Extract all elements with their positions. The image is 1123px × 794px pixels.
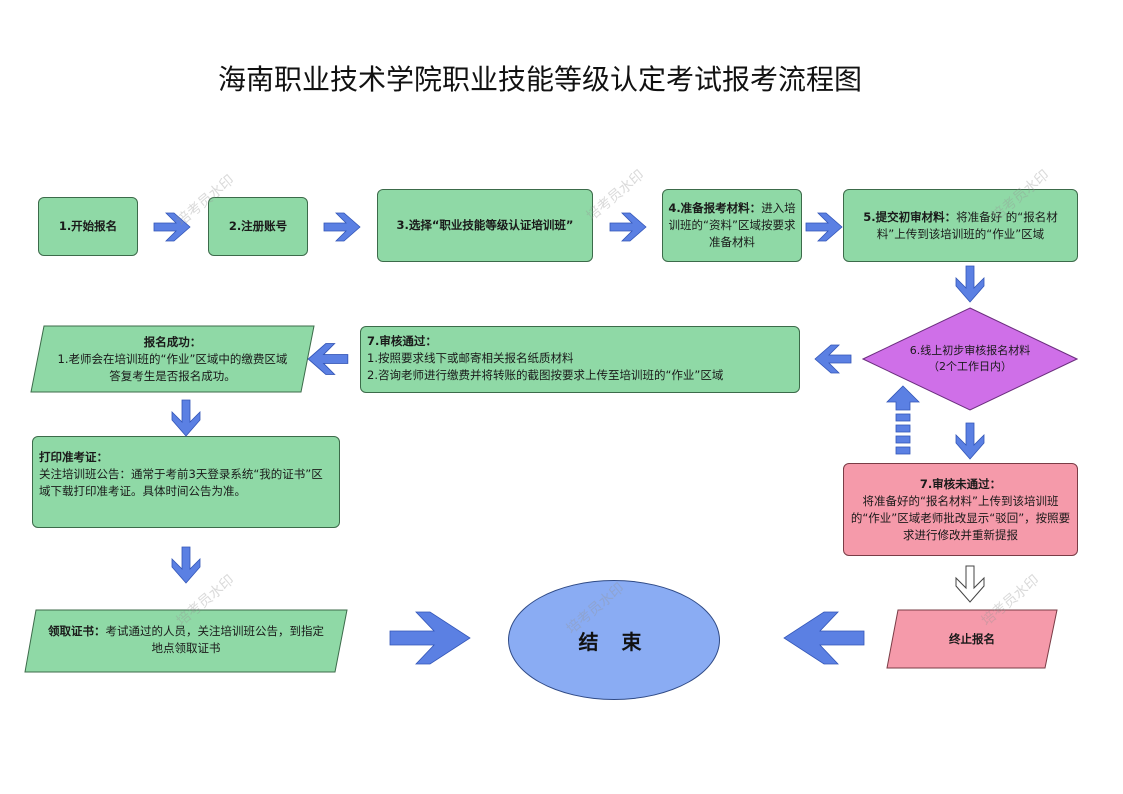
review-passed-bold: 7.审核通过： bbox=[367, 334, 437, 348]
terminate-label: 终止报名 bbox=[949, 631, 995, 646]
terminate-parallelogram: 终止报名 bbox=[886, 609, 1058, 669]
arrow-6-to-7pass bbox=[814, 344, 852, 374]
page-title: 海南职业技术学院职业技能等级认定考试报考流程图 bbox=[217, 63, 862, 96]
step-select-label: 3.选择“职业技能等级认证培训班” bbox=[396, 218, 574, 232]
arrow-6-to-7fail bbox=[955, 422, 985, 460]
step-select-class: 3.选择“职业技能等级认证培训班” bbox=[377, 189, 593, 262]
admission-bold: 打印准考证： bbox=[39, 450, 108, 464]
review-passed-line1: 1.按照要求线下或邮寄相关报名纸质材料 bbox=[367, 351, 574, 365]
step-print-admission: 打印准考证： 关注培训班公告：通常于考前3天登录系统“我的证书”区域下载打印准考… bbox=[32, 436, 340, 528]
arrow-1-to-2 bbox=[153, 212, 191, 242]
arrow-4-to-5 bbox=[805, 212, 843, 242]
success-parallelogram: 报名成功： 1.老师会在培训班的“作业”区域中的缴费区域答复考生是否报名成功。 bbox=[30, 325, 315, 393]
arrow-2-to-3 bbox=[323, 212, 361, 242]
review-decision-line2: （2个工作日内） bbox=[928, 360, 1012, 373]
review-decision-line1: 6.线上初步审核报名材料 bbox=[909, 344, 1031, 357]
step-prepare-text: 进入培训班的“资料”区域按要求准备材料 bbox=[668, 201, 796, 249]
arrow-7fail-to-terminate bbox=[955, 565, 985, 603]
step-prepare-materials: 4.准备报考材料：进入培训班的“资料”区域按要求准备材料 bbox=[662, 189, 802, 262]
step-submit-text: 将准备好 的“报名材料”上传到该培训班的“作业”区域 bbox=[876, 209, 1058, 241]
arrow-terminate-to-end bbox=[783, 611, 865, 665]
admission-text: 关注培训班公告：通常于考前3天登录系统“我的证书”区域下载打印准考证。具体时间公… bbox=[39, 467, 323, 498]
step-prepare-bold: 4.准备报考材料： bbox=[668, 201, 762, 215]
arrow-admit-to-cert bbox=[171, 546, 201, 584]
review-failed-text: 将准备好的“报名材料”上传到该培训班的“作业”区域老师批改显示“驳回”，按照要求… bbox=[850, 493, 1071, 542]
step-review-passed: 7.审核通过： 1.按照要求线下或邮寄相关报名纸质材料 2.咨询老师进行缴费并将… bbox=[360, 326, 800, 393]
certificate-parallelogram: 领取证书：考试通过的人员，关注培训班公告，到指定地点领取证书 bbox=[24, 609, 348, 673]
arrow-cert-to-end bbox=[389, 611, 471, 665]
success-text: 1.老师会在培训班的“作业”区域中的缴费区域答复考生是否报名成功。 bbox=[57, 351, 288, 383]
step-submit-materials: 5.提交初审材料：将准备好 的“报名材料”上传到该培训班的“作业”区域 bbox=[843, 189, 1078, 262]
certificate-text: 考试通过的人员，关注培训班公告，到指定地点领取证书 bbox=[105, 624, 325, 655]
step-submit-bold: 5.提交初审材料： bbox=[863, 209, 957, 224]
arrow-5-to-6 bbox=[955, 265, 985, 303]
step-register-account: 2.注册账号 bbox=[208, 197, 308, 256]
step-review-failed: 7.审核未通过： 将准备好的“报名材料”上传到该培训班的“作业”区域老师批改显示… bbox=[843, 463, 1078, 556]
certificate-bold: 领取证书： bbox=[48, 624, 106, 638]
success-bold: 报名成功： bbox=[143, 334, 202, 349]
end-ellipse: 结 束 bbox=[508, 580, 720, 700]
review-passed-line2: 2.咨询老师进行缴费并将转账的截图按要求上传至培训班的“作业”区域 bbox=[367, 368, 724, 382]
step-register-label: 2.注册账号 bbox=[228, 219, 288, 233]
review-failed-bold: 7.审核未通过： bbox=[919, 476, 1002, 491]
step-start-registration: 1.开始报名 bbox=[38, 197, 138, 256]
review-decision-diamond: 6.线上初步审核报名材料 （2个工作日内） bbox=[862, 307, 1078, 411]
step-start-label: 1.开始报名 bbox=[58, 219, 118, 233]
arrow-3-to-4 bbox=[609, 212, 647, 242]
end-label: 结 束 bbox=[578, 629, 650, 654]
arrow-success-to-admit bbox=[171, 399, 201, 437]
